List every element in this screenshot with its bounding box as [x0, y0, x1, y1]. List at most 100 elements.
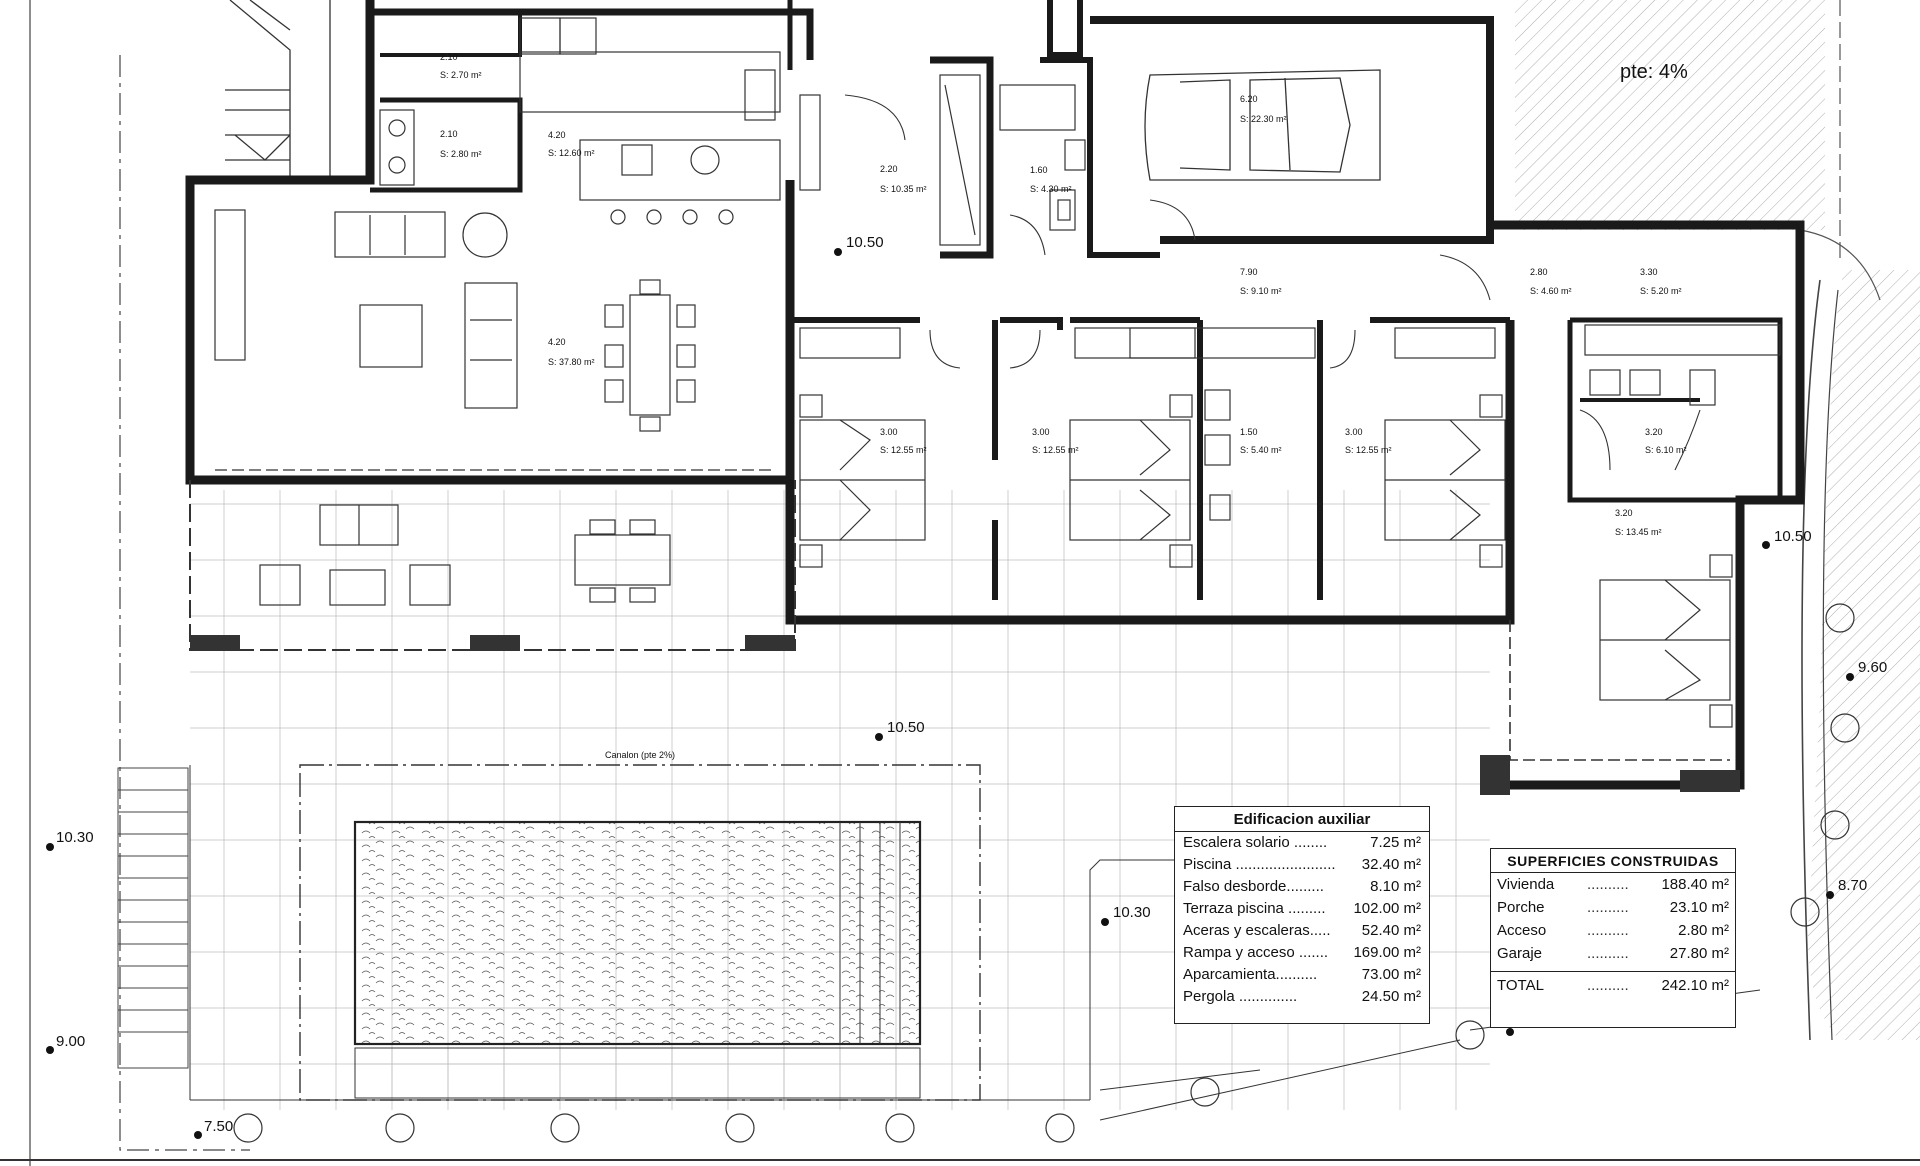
row-value: 52.40 m² [1361, 922, 1421, 939]
table-row: Piscina ........................ 32.40 m² [1175, 854, 1429, 876]
beds [799, 394, 1733, 728]
built-areas-table: SUPERFICIES CONSTRUIDAS Vivienda........… [1490, 848, 1736, 1028]
porch-columns [190, 635, 1740, 795]
room-area: S: 5.20 m² [1640, 286, 1682, 296]
room-dims: 4.20 [548, 337, 566, 347]
room-area: S: 22.30 m² [1240, 114, 1287, 124]
slope-label: pte: 4% [1620, 61, 1688, 83]
room-dims: 3.00 [1345, 427, 1363, 437]
row-label: Aparcamienta.......... [1183, 966, 1318, 983]
row-label: Terraza piscina ......... [1183, 900, 1326, 917]
room-area: S: 6.10 m² [1645, 445, 1687, 455]
row-value: 7.25 m² [1370, 834, 1421, 851]
pool [353, 820, 922, 1046]
room-area: S: 2.80 m² [440, 149, 482, 159]
row-value: 188.40 m² [1661, 876, 1729, 893]
row-label: Aceras y escaleras..... [1183, 922, 1331, 939]
porch-furniture [259, 504, 671, 606]
garden-trees [233, 603, 1860, 1143]
room-area: S: 13.45 m² [1615, 527, 1662, 537]
room-area: S: 12.55 m² [1032, 445, 1079, 455]
table-row: Rampa y acceso ....... 169.00 m² [1175, 942, 1429, 964]
room-dims: 1.50 [1240, 427, 1258, 437]
room-dims: 3.00 [1032, 427, 1050, 437]
room-area: S: 37.80 m² [548, 357, 595, 367]
row-value: 32.40 m² [1361, 856, 1421, 873]
solarium-stair [225, 0, 331, 180]
overflow-grid [354, 1047, 921, 1099]
table-row: Aparcamienta.......... 73.00 m² [1175, 964, 1429, 986]
room-dims: 7.90 [1240, 267, 1258, 277]
row-value: 8.10 m² [1370, 878, 1421, 895]
table-row: Escalera solario ........7.25 m² [1175, 832, 1429, 854]
room-dims: 3.00 [880, 427, 898, 437]
table-row: Porche.......... 23.10 m² [1491, 896, 1735, 919]
left-steps [117, 767, 189, 1069]
row-value: 73.00 m² [1361, 966, 1421, 983]
kitchen [379, 17, 821, 225]
level-mark: 10.50 [846, 234, 884, 251]
level-mark: 9.00 [56, 1033, 85, 1050]
garage-car [1144, 69, 1381, 181]
room-area: S: 2.70 m² [440, 70, 482, 80]
room-dims: 3.20 [1615, 508, 1633, 518]
room-dims: 2.10 [440, 129, 458, 139]
bathrooms [799, 74, 1781, 521]
level-mark: 7.50 [204, 1118, 233, 1135]
row-label: Acceso [1497, 922, 1547, 939]
row-label: Pergola .............. [1183, 988, 1298, 1005]
table-row: Terraza piscina .........102.00 m² [1175, 898, 1429, 920]
table-title: Edificacion auxiliar [1175, 807, 1429, 832]
level-mark: 9.60 [1858, 659, 1887, 676]
room-labels: 2.10 S: 2.70 m² 2.10 S: 2.80 m² 4.20 S: … [440, 52, 1687, 537]
table-row: Pergola ..............24.50 m² [1175, 986, 1429, 1008]
row-value: 169.00 m² [1353, 944, 1421, 961]
living-room [214, 209, 696, 432]
level-mark: 8.70 [1838, 877, 1867, 894]
table-row: Garaje..........27.80 m² [1491, 942, 1735, 965]
room-area: S: 12.55 m² [880, 445, 927, 455]
room-dims: 2.20 [880, 164, 898, 174]
room-area: S: 5.40 m² [1240, 445, 1282, 455]
access-ramp-hatch [1808, 270, 1920, 1040]
room-area: S: 4.60 m² [1530, 286, 1572, 296]
room-area: S: 12.60 m² [548, 148, 595, 158]
row-dots: .......... [1587, 922, 1629, 939]
canal-label: Canalon (pte 2%) [605, 750, 675, 760]
table-row: Acceso.......... 2.80 m² [1491, 919, 1735, 942]
row-value: 2.80 m² [1678, 922, 1729, 939]
room-dims: 2.80 [1530, 267, 1548, 277]
room-dims: 6.20 [1240, 94, 1258, 104]
level-mark: 10.30 [56, 829, 94, 846]
table-row: Aceras y escaleras..... 52.40 m² [1175, 920, 1429, 942]
row-label: Rampa y acceso ....... [1183, 944, 1329, 961]
ramp-hatch [1515, 0, 1825, 230]
room-dims: 3.30 [1640, 267, 1658, 277]
room-area: S: 10.35 m² [880, 184, 927, 194]
row-label: Garaje [1497, 945, 1543, 962]
row-value: 23.10 m² [1669, 899, 1729, 916]
level-mark: 10.50 [887, 719, 925, 736]
doors [844, 94, 1701, 471]
room-area: S: 9.10 m² [1240, 286, 1282, 296]
table-row: Vivienda..........188.40 m² [1491, 873, 1735, 896]
row-dots: .......... [1587, 945, 1629, 962]
row-label: TOTAL [1497, 977, 1544, 994]
row-label: Piscina ........................ [1183, 856, 1336, 873]
level-mark: 10.30 [1113, 904, 1151, 921]
row-value: 242.10 m² [1661, 977, 1729, 994]
table-title: SUPERFICIES CONSTRUIDAS [1491, 849, 1735, 873]
level-marks: 10.50 10.50 10.50 10.30 10.30 9.60 8.70 … [46, 234, 1887, 1139]
row-dots: .......... [1587, 876, 1629, 893]
room-dims: 1.60 [1030, 165, 1048, 175]
room-dims: 3.20 [1645, 427, 1663, 437]
room-dims: 4.20 [548, 130, 566, 140]
row-label: Porche [1497, 899, 1545, 916]
row-dots: .......... [1587, 899, 1629, 916]
table-row: Falso desborde......... 8.10 m² [1175, 876, 1429, 898]
row-label: Falso desborde......... [1183, 878, 1324, 895]
room-dims: 2.10 [440, 52, 458, 62]
